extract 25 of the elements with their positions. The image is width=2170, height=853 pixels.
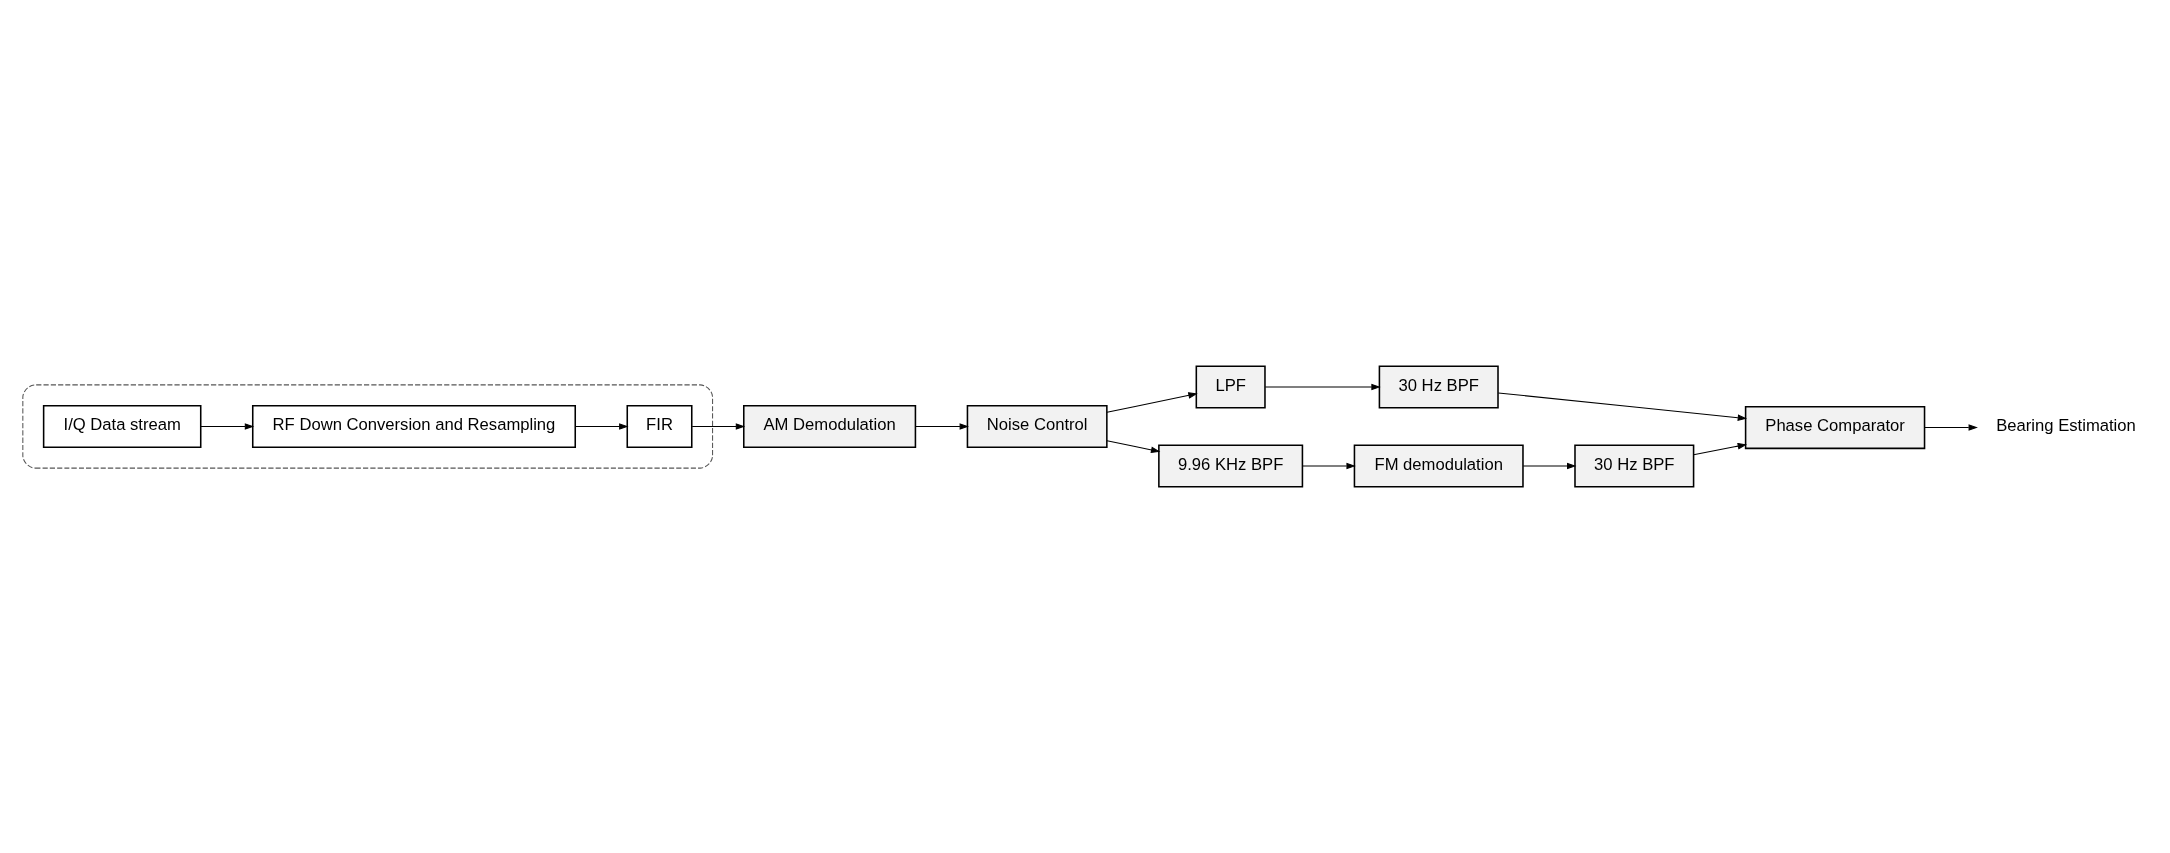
arrow [1264,383,1381,391]
arrow [1106,392,1198,413]
arrow [200,423,255,430]
node-box: RF Down Conversion and Resampling [251,404,576,449]
arrow [1497,392,1748,421]
arrow [691,423,746,430]
arrow [1924,424,1978,431]
cluster [22,384,714,469]
node-box: FM demodulation [1353,444,1524,488]
arrow [915,423,969,430]
node-box: 30 Hz BPF [1574,444,1695,488]
node-box: 30 Hz BPF [1378,365,1499,409]
arrow [574,423,629,430]
node-box: I/Q Data stream [42,404,202,449]
node-box: FIR [626,404,693,449]
node-box: LPF [1195,365,1266,409]
arrow [1522,462,1577,470]
arrow [1693,442,1748,456]
node-box: Noise Control [966,404,1108,449]
arrow [1302,462,1356,470]
node-box: Phase Comparator [1744,405,1926,450]
node-text: Bearing Estimation [1996,416,2136,436]
node-box: 9.96 KHz BPF [1158,444,1304,488]
node-box: AM Demodulation [743,404,917,449]
arrow [1106,440,1161,454]
